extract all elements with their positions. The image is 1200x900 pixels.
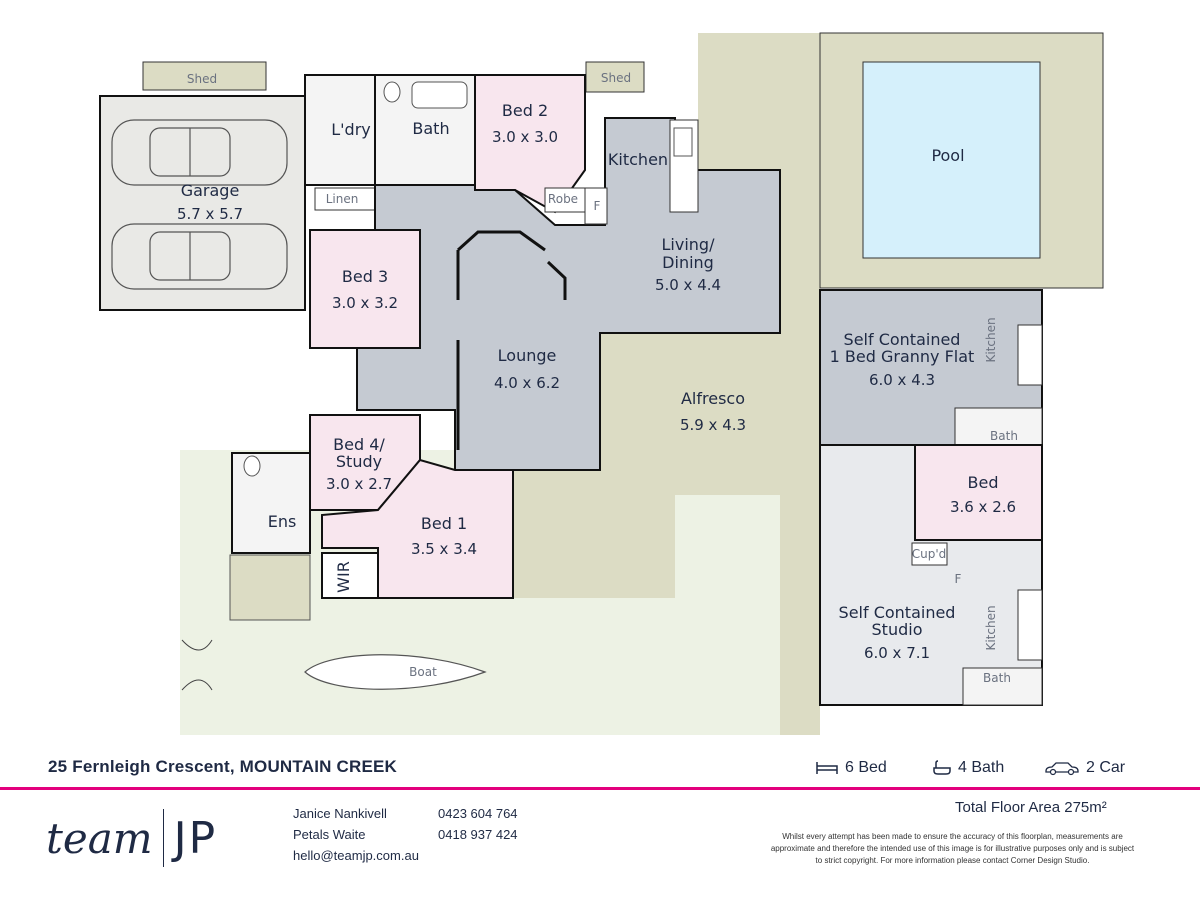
alfresco-label: Alfresco: [681, 389, 745, 408]
team-jp-logo: team JP: [46, 808, 217, 868]
studio-kitchen-bench: [1017, 589, 1043, 661]
logo-script: team: [46, 813, 153, 863]
studio-dims: 6.0 x 7.1: [864, 644, 930, 662]
living-angled-wall: [546, 260, 567, 300]
granny-kitchen-bench: [1017, 324, 1043, 386]
bed4-label-line2: Study: [336, 452, 382, 471]
disclaimer-text: Whilst every attempt has been made to en…: [770, 832, 1135, 865]
footer-divider: [0, 787, 1200, 790]
studio-label-line1: Self Contained: [839, 603, 956, 622]
agent-names: Janice Nankivell Petals Waite hello@team…: [293, 803, 419, 866]
agent-phones: 0423 604 764 0418 937 424: [438, 803, 518, 845]
laundry-floor: [304, 74, 376, 186]
cars-stat: 2 Car: [1044, 759, 1125, 777]
total-area-label: Total Floor Area: [955, 799, 1061, 816]
living-label-line1: Living/: [662, 235, 716, 254]
wir-label: WIR: [334, 561, 353, 593]
logo-divider: [162, 809, 164, 867]
granny-dims: 6.0 x 4.3: [869, 371, 935, 389]
granny-bath-label: Bath: [990, 429, 1018, 443]
baths-count: 4 Bath: [958, 759, 1005, 776]
studio-bath-label: Bath: [983, 671, 1011, 685]
fridge-label: F: [594, 199, 601, 213]
kitchen-label: Kitchen: [608, 150, 668, 169]
agent-name: Janice Nankivell: [293, 806, 387, 821]
total-area-value: 275m²: [1064, 799, 1107, 816]
lounge-wall: [456, 230, 546, 252]
studio-cupboard: [911, 542, 948, 566]
granny-kitchen-label: Kitchen: [984, 317, 998, 362]
bed-icon: [816, 762, 838, 774]
studio-label-line2: Studio: [872, 620, 923, 639]
shed-right-label: Shed: [601, 71, 631, 85]
beds-count: 6 Bed: [845, 759, 887, 776]
robe-label: Robe: [548, 192, 578, 206]
cars-count: 2 Car: [1086, 759, 1126, 776]
baths-stat: 4 Bath: [932, 759, 1004, 777]
alfresco-area: [513, 33, 820, 735]
logo-mark: JP: [173, 812, 218, 864]
bed2-dims: 3.0 x 3.0: [492, 128, 558, 146]
bath-icon: [933, 760, 951, 775]
bed1-label: Bed 1: [421, 514, 467, 533]
living-label-line2: Dining: [662, 253, 714, 272]
garage-label: Garage: [181, 181, 240, 200]
garage-dims: 5.7 x 5.7: [177, 205, 243, 223]
living-dims: 5.0 x 4.4: [655, 276, 721, 294]
cupboard-label: Cup'd: [912, 547, 947, 561]
property-address: 25 Fernleigh Crescent, MOUNTAIN CREEK: [48, 757, 398, 776]
beds-stat: 6 Bed: [815, 759, 887, 777]
ensuite-label: Ens: [268, 512, 297, 531]
toilet-icon: [243, 455, 261, 477]
linen-label: Linen: [326, 192, 359, 206]
granny-label-line2: 1 Bed Granny Flat: [830, 347, 975, 366]
boat-icon: [304, 654, 487, 690]
studio-bed-floor: [914, 444, 1043, 541]
bed4-dims: 3.0 x 2.7: [326, 475, 392, 493]
bed4-label-line1: Bed 4/: [333, 435, 385, 454]
fridge-space: [584, 187, 608, 225]
bathtub: [411, 81, 468, 109]
bed3-dims: 3.0 x 3.2: [332, 294, 398, 312]
gate-icon: [181, 639, 213, 691]
studio-bath: [962, 667, 1043, 706]
kitchen-sink: [673, 127, 693, 157]
agent-email[interactable]: hello@teamjp.com.au: [293, 848, 419, 863]
studio-bed-dims: 3.6 x 2.6: [950, 498, 1016, 516]
wir: [321, 552, 379, 599]
boat-label: Boat: [409, 665, 437, 679]
shed-left-label: Shed: [187, 72, 217, 86]
granny-bath: [954, 407, 1043, 446]
lounge-label: Lounge: [498, 346, 557, 365]
car-icon: [111, 119, 288, 290]
floor-plan: Shed Shed Garage 5.7 x 5.7 L'dry Linen B…: [99, 32, 1104, 735]
agent-phone[interactable]: 0418 937 424: [438, 827, 518, 842]
bed3-label: Bed 3: [342, 267, 388, 286]
bed2-label: Bed 2: [502, 101, 548, 120]
pool-water: [862, 61, 1041, 259]
studio-fridge-label: F: [955, 572, 962, 586]
bed1-floor: [321, 458, 514, 599]
laundry-label: L'dry: [331, 120, 371, 139]
total-floor-area: Total Floor Area 275m²: [955, 799, 1107, 816]
granny-label-line1: Self Contained: [844, 330, 961, 349]
shed-right: [585, 61, 645, 93]
shed-left: [142, 61, 267, 91]
driveway-apron: [229, 554, 311, 621]
agent-phone[interactable]: 0423 604 764: [438, 806, 518, 821]
studio-bed-label: Bed: [968, 473, 999, 492]
bath-label: Bath: [412, 119, 449, 138]
garage-floor: [99, 95, 306, 311]
toilet-icon: [383, 81, 401, 103]
studio-kitchen-label: Kitchen: [984, 605, 998, 650]
car-icon: [1045, 762, 1079, 776]
bed3-floor: [309, 229, 421, 349]
bed1-dims: 3.5 x 3.4: [411, 540, 477, 558]
pool-label: Pool: [931, 146, 964, 165]
agent-name: Petals Waite: [293, 827, 366, 842]
lounge-dims: 4.0 x 6.2: [494, 374, 560, 392]
alfresco-dims: 5.9 x 4.3: [680, 416, 746, 434]
